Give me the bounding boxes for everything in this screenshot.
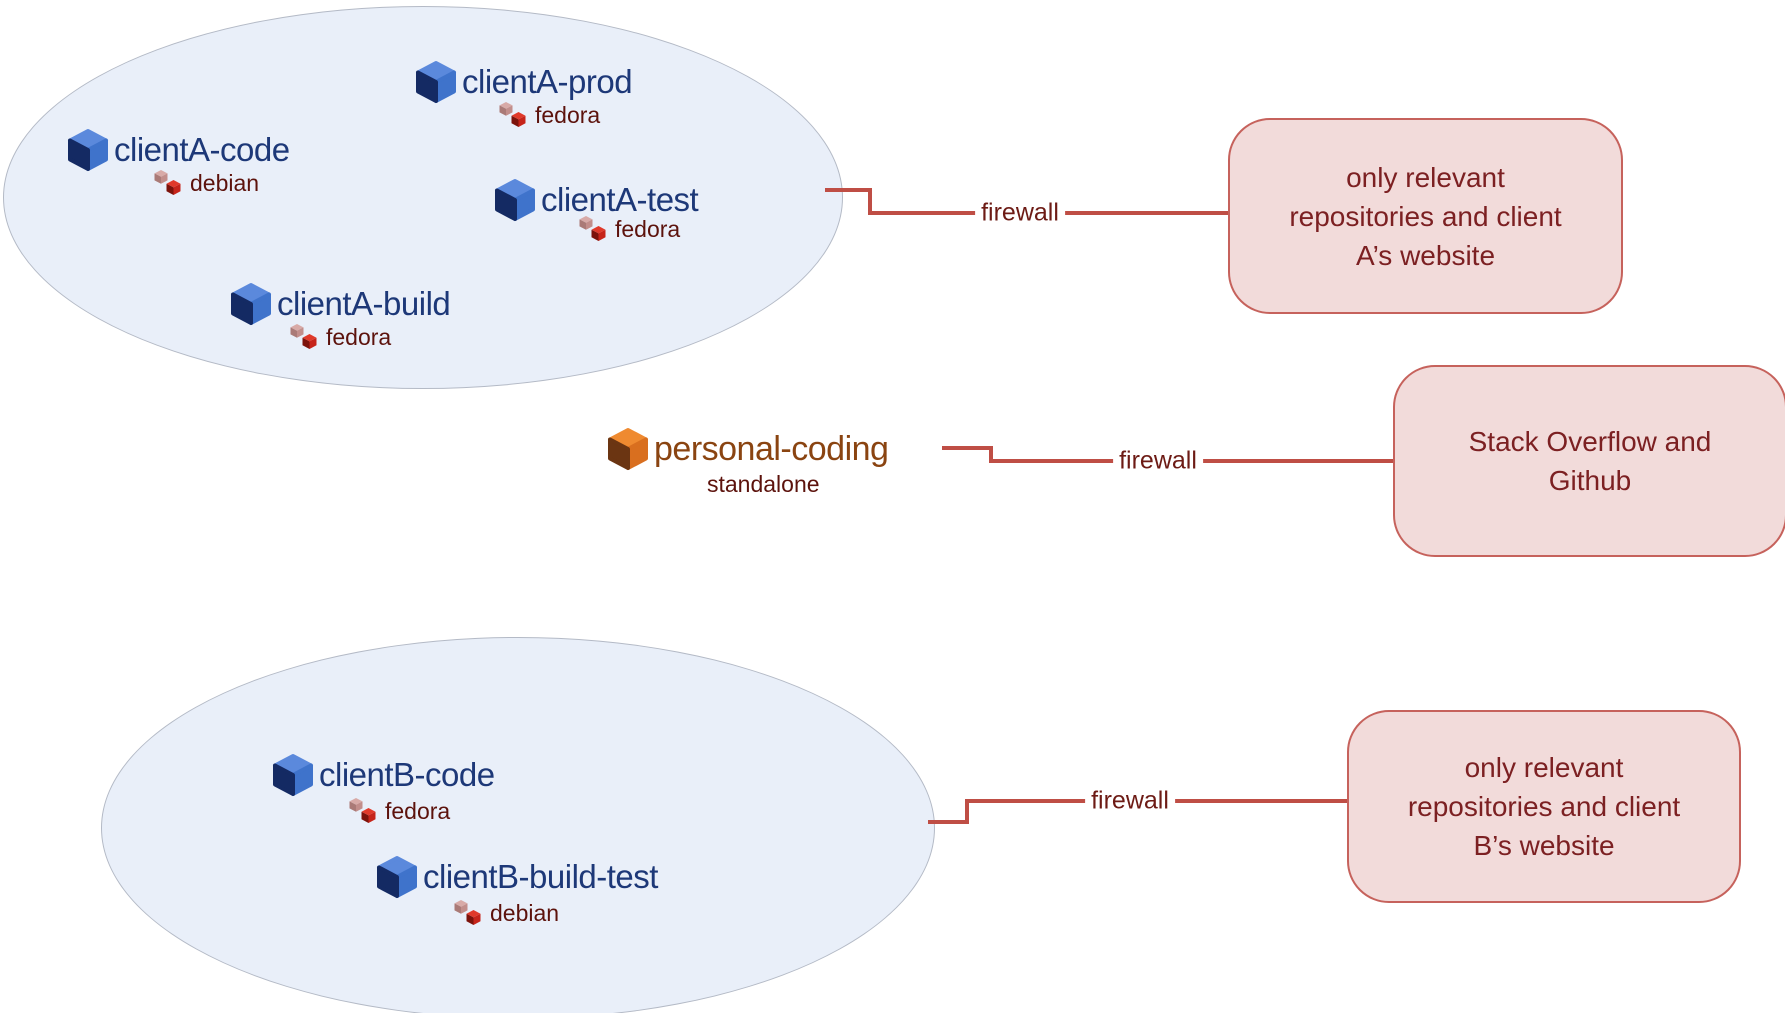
container-cube-icon <box>605 426 651 472</box>
container-cube-icon <box>413 59 459 105</box>
node-clientb-build-test: clientB-build-test <box>374 854 658 900</box>
node-clientb-code: clientB-code <box>270 752 495 798</box>
allowed-box-line: A’s website <box>1355 239 1496 271</box>
allowed-box-line: repositories and client <box>1407 791 1681 822</box>
container-cube-icon <box>492 177 538 223</box>
package-cubes-icon <box>497 100 529 130</box>
os-chip-clientb-code: fedora <box>347 796 450 826</box>
os-label: fedora <box>385 797 451 824</box>
allowed-box-line: repositories and client <box>1289 200 1562 232</box>
connector-b-segment <box>965 799 969 824</box>
os-chip-clienta-code: debian <box>152 168 259 198</box>
container-cube-icon <box>374 854 420 900</box>
os-chip-clienta-prod: fedora <box>497 100 600 130</box>
node-clienta-code: clientA-code <box>65 127 290 173</box>
connector-standalone-segment <box>942 446 993 450</box>
allowed-box-client-b: only relevant repositories and client B’… <box>1347 710 1741 903</box>
allowed-box-line: only relevant <box>1346 161 1505 193</box>
allowed-box-line: only relevant <box>1464 752 1624 783</box>
os-chip-clienta-build: fedora <box>288 322 391 352</box>
firewall-label-a: firewall <box>975 198 1065 228</box>
allowed-box-line: B’s website <box>1473 830 1615 861</box>
package-cubes-icon <box>152 168 184 198</box>
standalone-type-label: standalone <box>707 471 820 497</box>
connector-b-segment <box>928 820 969 824</box>
package-cubes-icon <box>347 796 379 826</box>
os-label: debian <box>490 899 560 926</box>
firewall-label-standalone: firewall <box>1113 446 1203 476</box>
allowed-box-line: Github <box>1548 465 1632 496</box>
node-clienta-test: clientA-test <box>492 177 699 223</box>
node-label: clientA-build <box>277 285 451 322</box>
node-label: clientA-code <box>114 131 290 168</box>
node-label: clientA-prod <box>462 63 633 100</box>
client-b-group-ellipse <box>101 637 935 1013</box>
node-personal-coding: personal-coding <box>605 426 889 472</box>
node-label: personal-coding <box>654 429 889 468</box>
node-clienta-prod: clientA-prod <box>413 59 633 105</box>
connector-standalone-segment <box>989 446 993 463</box>
container-cube-icon <box>65 127 111 173</box>
node-label: clientA-test <box>541 181 699 218</box>
allowed-box-standalone: Stack Overflow and Github <box>1393 365 1785 557</box>
os-label: fedora <box>326 323 392 350</box>
connector-a-segment <box>825 188 872 192</box>
node-label: clientB-build-test <box>423 858 658 895</box>
os-label: fedora <box>615 215 681 242</box>
package-cubes-icon <box>288 322 320 352</box>
os-label: fedora <box>535 101 601 128</box>
connector-a-segment <box>868 188 872 215</box>
container-cube-icon <box>270 752 316 798</box>
allowed-box-line: Stack Overflow and <box>1468 426 1712 457</box>
os-chip-clienta-test: fedora <box>577 214 680 244</box>
allowed-box-client-a: only relevant repositories and client A’… <box>1228 118 1623 314</box>
node-label: clientB-code <box>319 756 495 793</box>
node-clienta-build: clientA-build <box>228 281 451 327</box>
container-cube-icon <box>228 281 274 327</box>
package-cubes-icon <box>452 898 484 928</box>
os-chip-clientb-build-test: debian <box>452 898 559 928</box>
package-cubes-icon <box>577 214 609 244</box>
firewall-label-b: firewall <box>1085 786 1175 816</box>
os-label: debian <box>190 169 260 196</box>
